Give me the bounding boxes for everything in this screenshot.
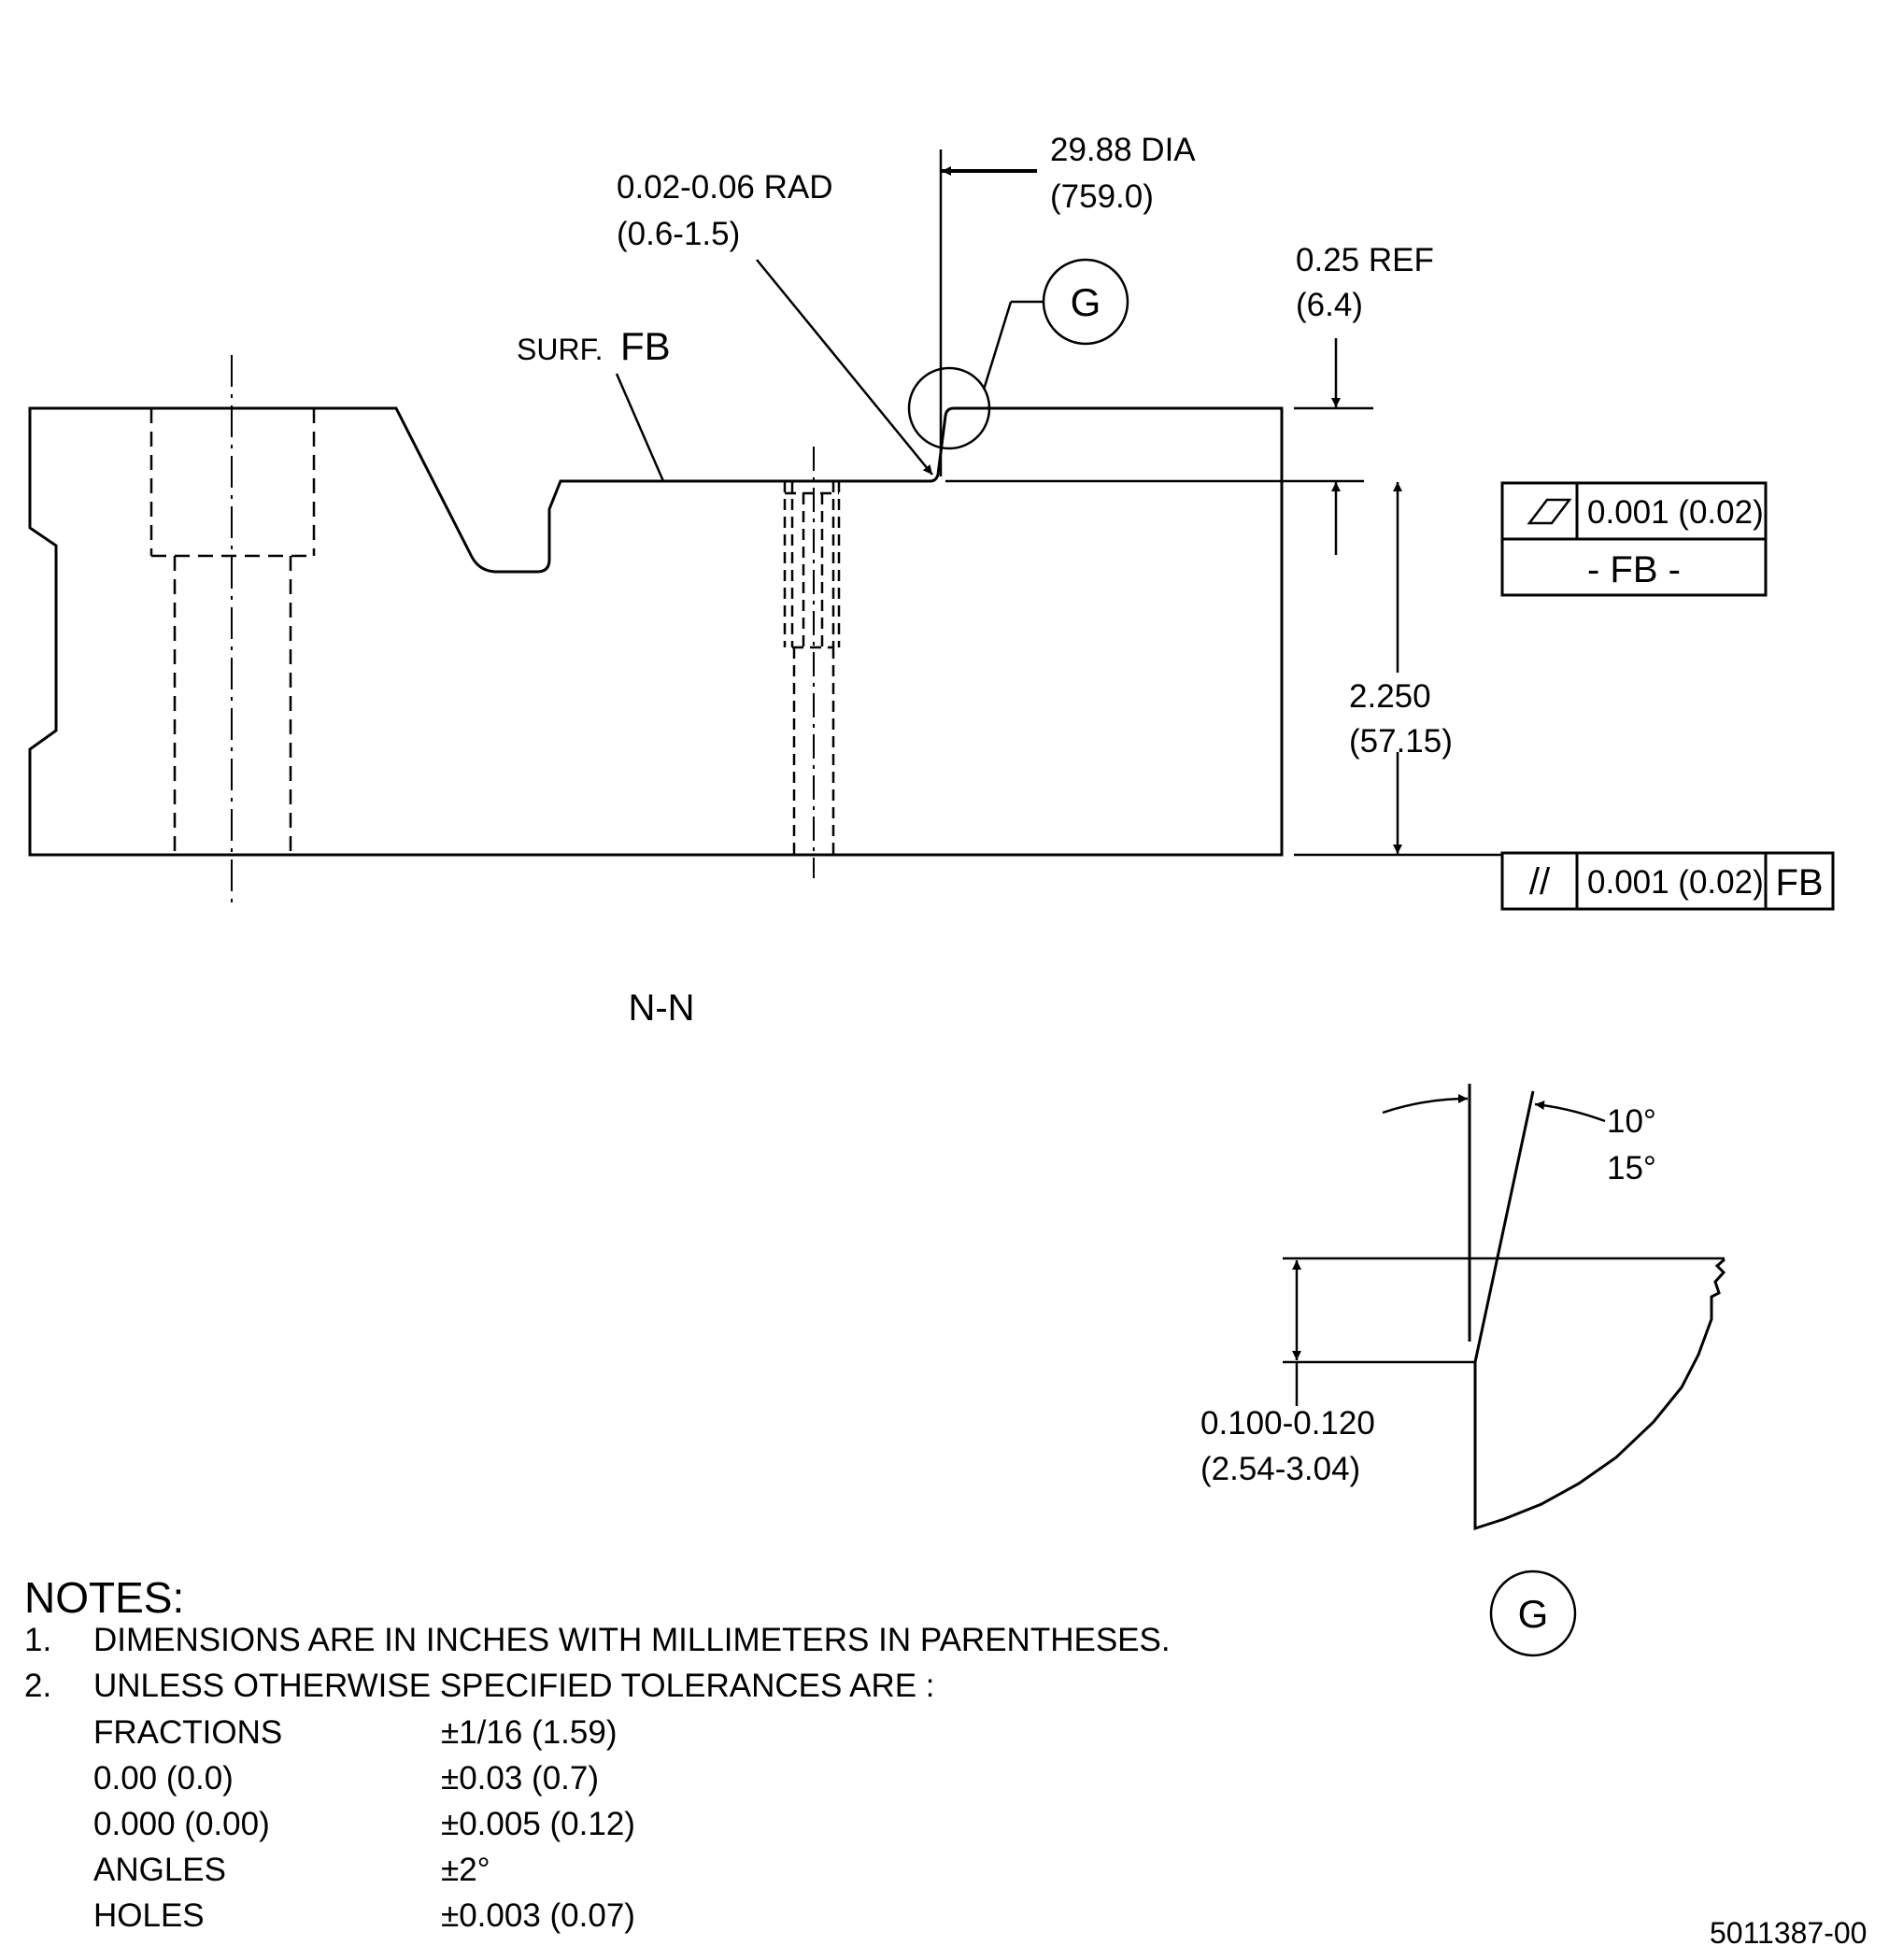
tolerance-label: HOLES (93, 1897, 205, 1934)
threaded-hole-hidden-lines (783, 481, 841, 855)
rad-value-mm: (0.6-1.5) (617, 216, 740, 252)
detail-zone-circle (907, 366, 991, 450)
angle-arc-left (1382, 1094, 1469, 1115)
dia-value: 29.88 DIA (1050, 132, 1196, 168)
flatness-symbol-icon (1527, 498, 1572, 525)
note-text: UNLESS OTHERWISE SPECIFIED TOLERANCES AR… (93, 1668, 935, 1704)
detail-callout-circle (1042, 258, 1129, 346)
parallelism-symbol: // (1529, 861, 1551, 902)
surf-label: SURF. (517, 333, 603, 366)
parallelism-frame (1500, 851, 1835, 911)
surf-leader (615, 373, 665, 482)
dia-value-mm: (759.0) (1050, 178, 1154, 215)
rad-leader (756, 259, 933, 476)
note-number: 2. (24, 1668, 52, 1704)
ref-value: 0.25 REF (1296, 242, 1434, 278)
detail-leader (982, 301, 1013, 391)
notes-title: NOTES: (24, 1573, 185, 1622)
detail-label: G (1518, 1592, 1549, 1636)
surf-name: FB (620, 324, 671, 368)
tolerance-label: ANGLES (93, 1852, 226, 1888)
note-number: 1. (24, 1622, 52, 1658)
tolerance-value: ±0.03 (0.7) (441, 1760, 600, 1797)
section-label: N-N (628, 987, 694, 1029)
datum-label: - FB - (1587, 549, 1681, 590)
detail-callout-label: G (1071, 280, 1101, 324)
height-value-mm: (57.15) (1349, 723, 1453, 760)
tolerance-value: ±0.005 (0.12) (441, 1806, 635, 1842)
tolerance-value: ±0.003 (0.07) (441, 1897, 635, 1934)
parallelism-value: 0.001 (0.02) (1587, 864, 1764, 901)
rad-value: 0.02-0.06 RAD (617, 169, 833, 206)
parallelism-datum: FB (1775, 862, 1823, 903)
tolerance-label: 0.000 (0.00) (93, 1806, 270, 1842)
detail-view (1468, 1084, 1726, 1531)
angle-2: 15° (1607, 1150, 1656, 1186)
height-value: 2.250 (1349, 678, 1431, 715)
angle-arc-right (1534, 1101, 1606, 1123)
flatness-value: 0.001 (0.02) (1587, 494, 1764, 531)
counterbore-hidden-lines (149, 408, 316, 855)
tolerance-label: FRACTIONS (93, 1714, 283, 1751)
note-text: DIMENSIONS ARE IN INCHES WITH MILLIMETER… (93, 1622, 1171, 1658)
tolerance-value: ±1/16 (1.59) (441, 1714, 618, 1751)
flatness-frame (1500, 481, 1768, 597)
depth-value: 0.100-0.120 (1200, 1405, 1375, 1442)
part-outline (28, 406, 1284, 857)
tolerance-value: ±2° (441, 1852, 490, 1888)
angle-1: 10° (1607, 1103, 1656, 1140)
ref-value-mm: (6.4) (1296, 287, 1363, 323)
tolerance-label: 0.00 (0.0) (93, 1760, 234, 1797)
figure-id: 5011387-00 (1710, 1916, 1868, 1950)
detail-label-circle (1489, 1569, 1577, 1657)
depth-value-mm: (2.54-3.04) (1200, 1451, 1360, 1487)
